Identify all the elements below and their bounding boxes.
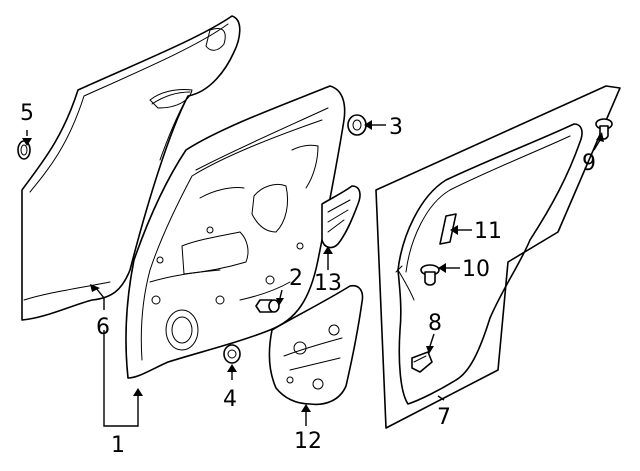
- callout-6: 6: [96, 315, 110, 340]
- callout-1: 1: [111, 433, 125, 458]
- window-regulator-part-12: [268, 284, 364, 406]
- grommet-part-4: [223, 344, 241, 364]
- bracket-part-13: [321, 185, 361, 249]
- callout-8: 8: [428, 311, 442, 336]
- leader-lines: [26, 124, 601, 427]
- callout-12: 12: [294, 429, 322, 454]
- clip-part-10: [420, 264, 440, 286]
- tape-part-11: [439, 213, 457, 245]
- callout-3: 3: [389, 115, 403, 140]
- weatherstrip-panel-part-7: [375, 85, 621, 429]
- leader-arrows: [22, 120, 604, 412]
- callout-10: 10: [462, 257, 490, 282]
- callout-13: 13: [314, 271, 342, 296]
- callout-9: 9: [582, 151, 596, 176]
- callout-4: 4: [223, 387, 237, 412]
- fastener-part-2: [255, 299, 280, 313]
- clip-part-8: [411, 351, 433, 373]
- callout-7: 7: [437, 405, 451, 430]
- door-shell-inner: [125, 85, 346, 379]
- grommet-part-3: [347, 114, 367, 136]
- callout-5: 5: [20, 101, 34, 126]
- callout-2: 2: [289, 266, 303, 291]
- callout-11: 11: [474, 219, 502, 244]
